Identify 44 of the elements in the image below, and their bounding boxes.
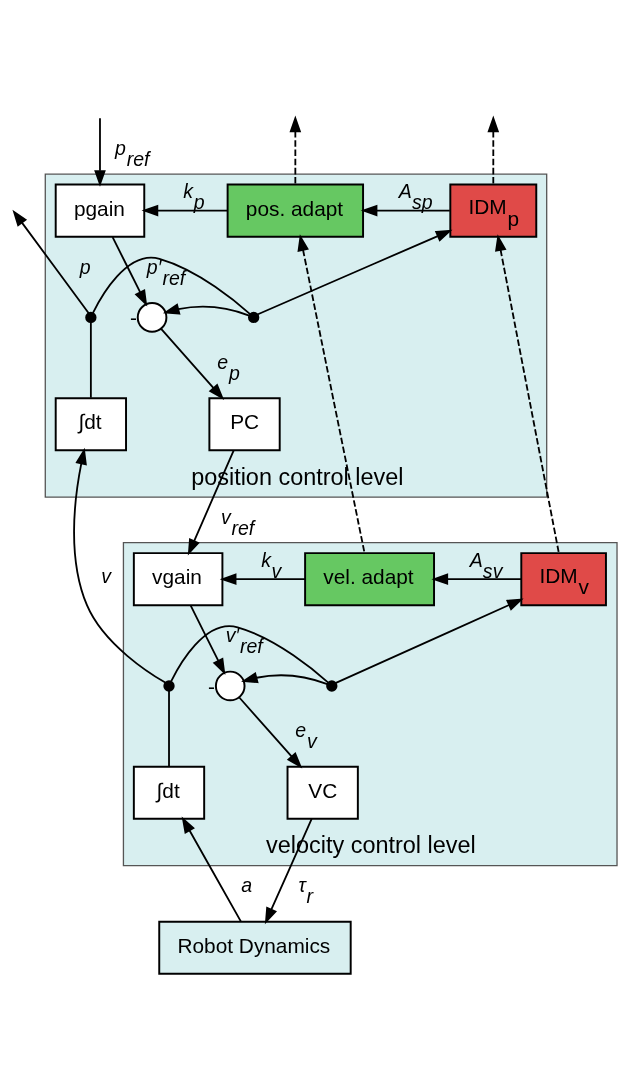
arrow — [241, 671, 329, 685]
arrow — [238, 695, 303, 768]
arrow — [141, 204, 229, 216]
node-label: - — [129, 305, 137, 329]
arrow — [73, 447, 167, 683]
node-circle — [136, 301, 168, 333]
connector — [89, 320, 92, 399]
node-box: vel. adapt — [304, 551, 435, 606]
arrow — [111, 235, 148, 306]
arrow — [495, 233, 560, 554]
node-dot — [85, 311, 97, 323]
node-dot — [248, 311, 260, 323]
edge-label: p — [79, 255, 91, 278]
node-dot — [326, 679, 338, 692]
arrow — [297, 233, 366, 554]
arrow — [181, 816, 242, 923]
node-label: - — [208, 674, 216, 698]
node-dot — [163, 679, 175, 692]
edge-label: v — [101, 564, 112, 587]
arrow — [360, 204, 451, 216]
node-box: VC — [286, 765, 359, 820]
arrow — [189, 604, 226, 675]
arrow — [162, 302, 251, 316]
node-box: ∫dt — [54, 396, 127, 451]
connector — [170, 624, 330, 684]
node-box: pgain — [54, 183, 146, 238]
arrow — [289, 114, 302, 185]
arrow — [256, 229, 453, 315]
arrow — [335, 597, 524, 684]
connector — [168, 689, 170, 767]
edge-label: a — [241, 873, 253, 896]
arrow — [487, 114, 500, 185]
node-box: pos. adapt — [226, 183, 365, 238]
node-box: ∫dt — [132, 765, 206, 820]
node-box: vgain — [132, 551, 224, 606]
node-circle — [214, 670, 246, 701]
arrow — [12, 209, 90, 314]
arrow — [94, 116, 106, 187]
arrow — [431, 572, 523, 585]
arrow — [160, 327, 225, 400]
arrow — [219, 572, 306, 585]
node-box: PC — [208, 396, 281, 451]
node-box: Robot Dynamics — [158, 920, 352, 975]
connector — [92, 256, 251, 315]
